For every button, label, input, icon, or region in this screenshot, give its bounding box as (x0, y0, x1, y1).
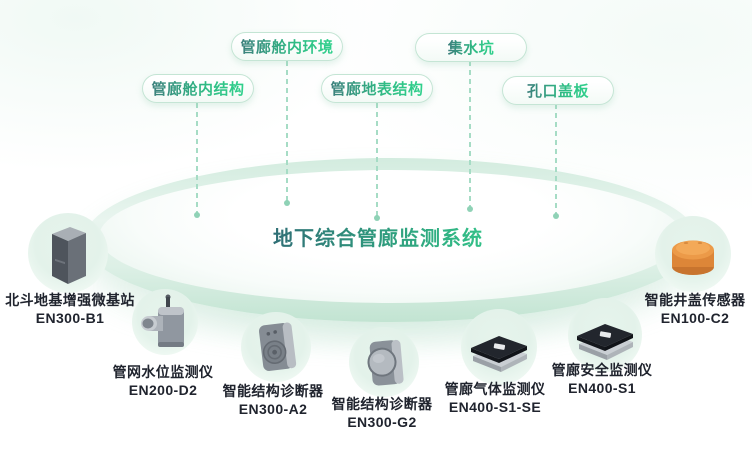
connector-dot (194, 212, 200, 218)
safety-monitor-icon (577, 324, 633, 360)
device-label: 智能井盖传感器 EN100-C2 (610, 292, 752, 327)
device-model: EN300-B1 (35, 309, 105, 326)
beidou-base-station-icon (52, 227, 86, 284)
device-model: EN100-C2 (660, 309, 730, 326)
device-label: 管廊气体监测仪 EN400-S1-SE (410, 381, 580, 416)
device-bubble (28, 213, 108, 293)
tag-label: 孔口盖板 (527, 80, 589, 101)
connector-line (284, 61, 290, 206)
device-name: 智能井盖传感器 (644, 292, 746, 308)
connector-dot (467, 206, 473, 212)
device-label: 管廊安全监测仪 EN400-S1 (517, 362, 687, 397)
device-bubble (241, 312, 311, 382)
device-bubble (132, 289, 198, 355)
connector-dot (284, 200, 290, 206)
device-label: 智能结构诊断器 EN300-A2 (188, 383, 358, 418)
device-bubble (349, 327, 419, 397)
device-bubble (461, 309, 537, 385)
connector-line (553, 104, 559, 219)
device-name: 管廊气体监测仪 (444, 381, 546, 397)
connector-line (467, 61, 473, 212)
gas-monitor-icon (471, 336, 527, 372)
connector-dot (374, 215, 380, 221)
tag-label: 管廊地表结构 (330, 78, 423, 99)
device-model: EN300-G2 (347, 413, 417, 430)
device-label: 智能结构诊断器 EN300-G2 (297, 396, 467, 431)
device-bubble (568, 298, 642, 372)
diagram-title: 地下综合管廊监测系统 (228, 222, 528, 251)
device-name: 管网水位监测仪 (112, 364, 214, 380)
tag-label: 集水坑 (448, 37, 495, 58)
device-name: 智能结构诊断器 (222, 383, 324, 399)
tag-cabin-structure: 管廊舱内结构 (142, 74, 254, 103)
connector-dot (553, 213, 559, 219)
structure-diagnoser-speaker-icon (258, 322, 297, 371)
tag-opening-cover: 孔口盖板 (502, 76, 614, 105)
device-model: EN400-S1 (568, 379, 636, 396)
tag-surface-structure: 管廊地表结构 (321, 74, 433, 103)
manhole-cover-sensor-icon (672, 240, 714, 275)
tag-label: 管廊舱内结构 (151, 78, 244, 99)
device-name: 管廊安全监测仪 (551, 362, 653, 378)
connector-line (194, 103, 200, 218)
device-model: EN200-D2 (128, 381, 198, 398)
tag-cabin-environment: 管廊舱内环境 (231, 32, 343, 61)
device-label: 北斗地基增强微基站 EN300-B1 (0, 292, 155, 327)
structure-diagnoser-disc-icon (367, 339, 404, 386)
device-label: 管网水位监测仪 EN200-D2 (78, 364, 248, 399)
tag-label: 管廊舱内环境 (240, 36, 333, 57)
device-model: EN300-A2 (238, 400, 308, 417)
device-bubble (655, 216, 731, 292)
connector-line (374, 103, 380, 221)
device-name: 北斗地基增强微基站 (5, 292, 135, 308)
water-level-monitor-icon (141, 294, 184, 347)
tag-sump-pit: 集水坑 (415, 33, 527, 62)
device-model: EN400-S1-SE (448, 398, 542, 415)
device-name: 智能结构诊断器 (331, 396, 433, 412)
